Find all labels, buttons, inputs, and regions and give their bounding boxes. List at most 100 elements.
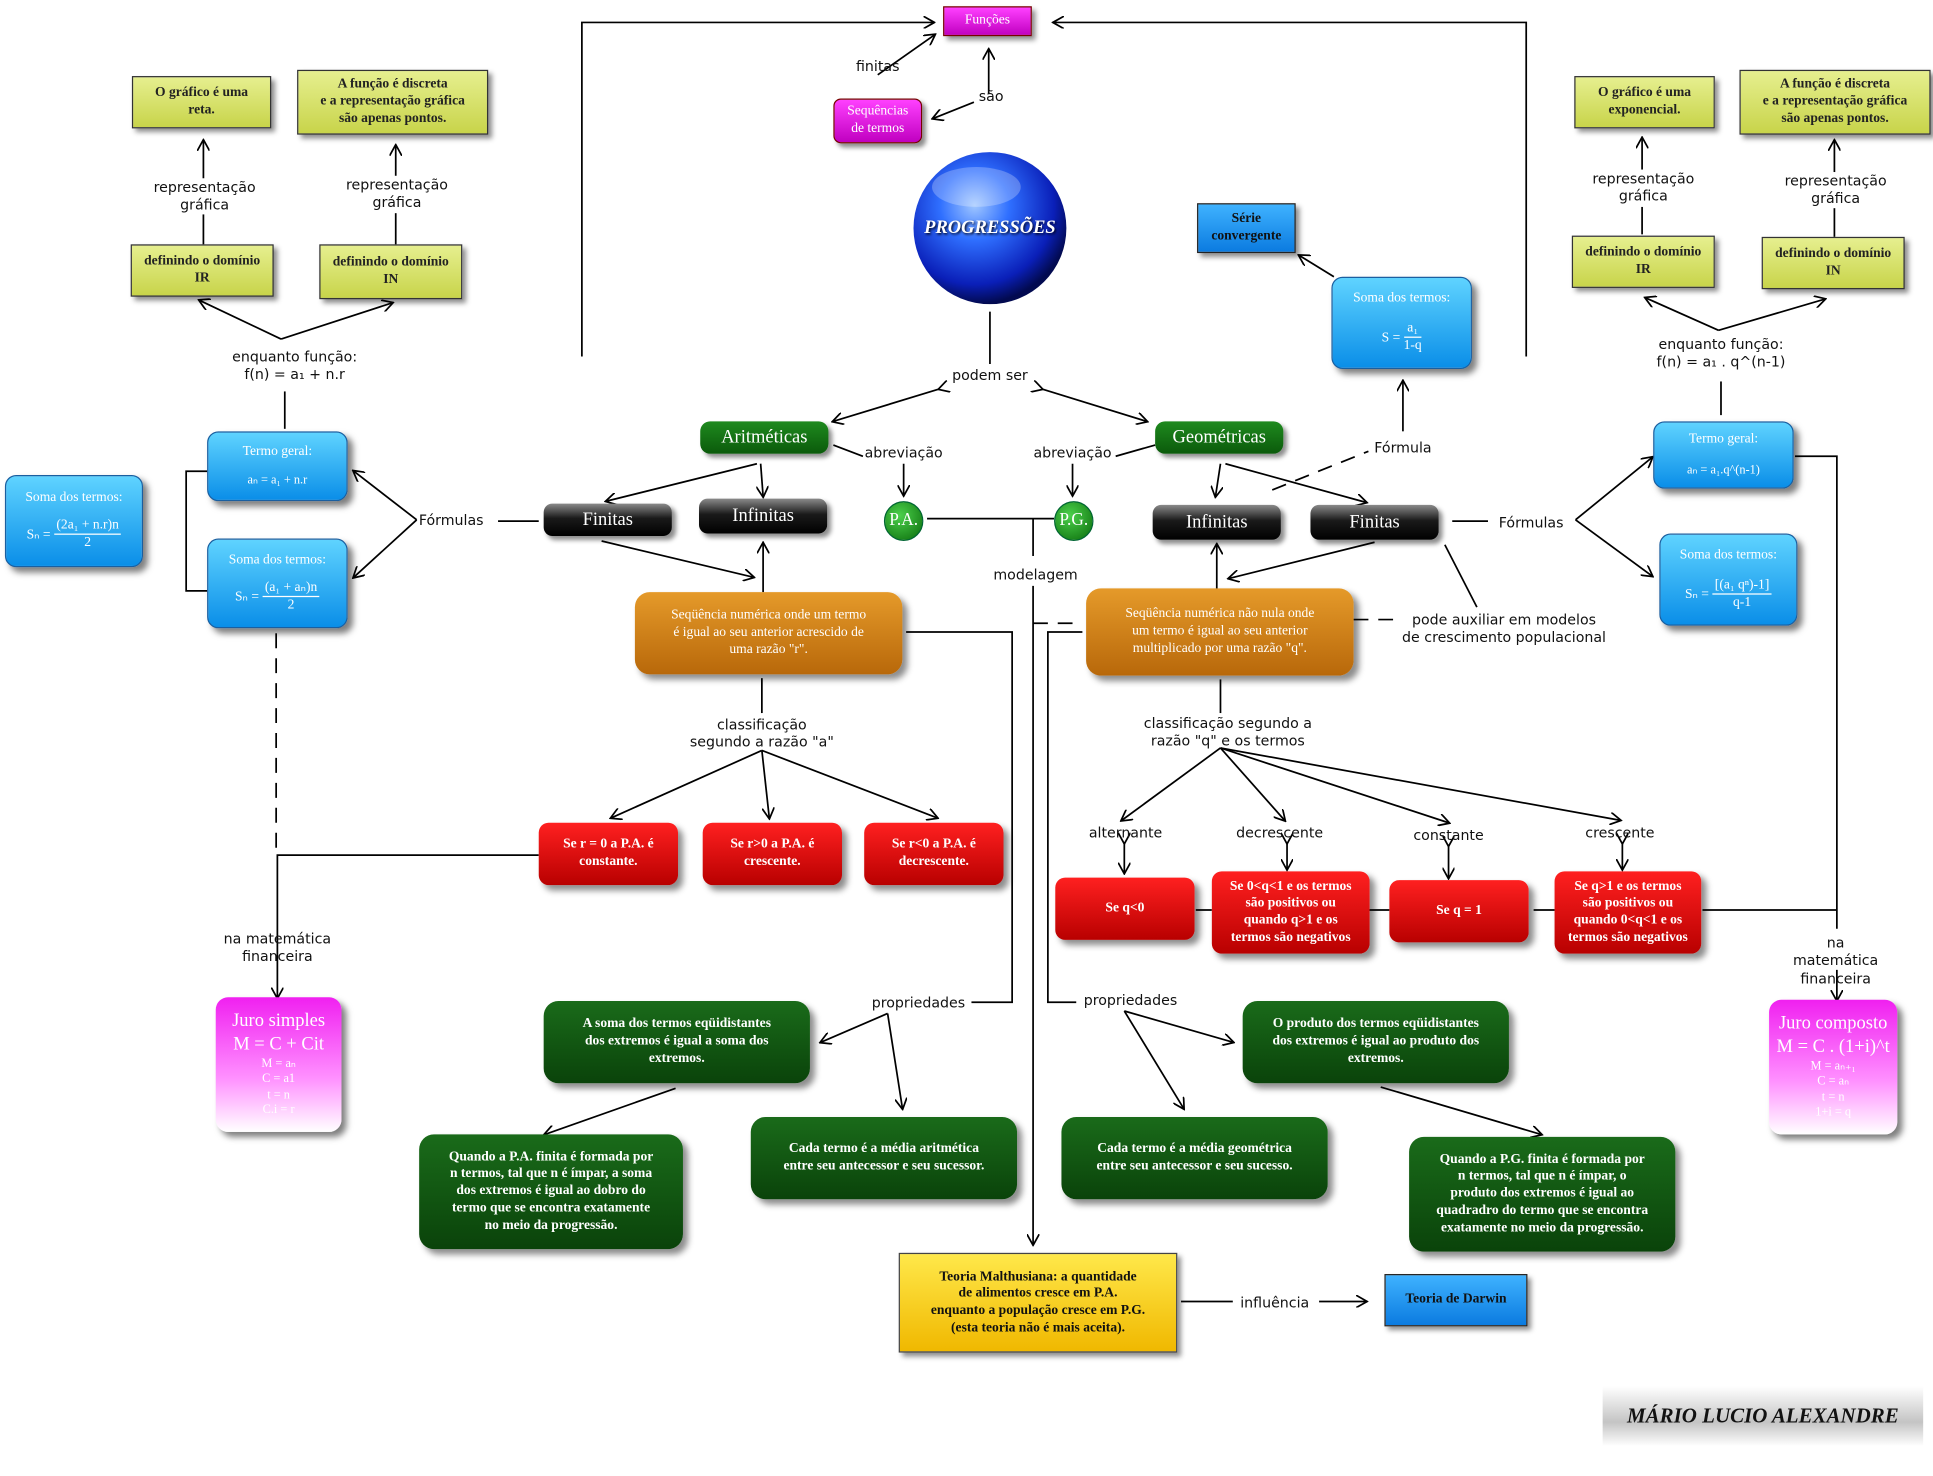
juro-composto-formula: M = C . (1+i)^t	[1776, 1037, 1890, 1058]
pa-termo-geral-title: Termo geral:	[242, 443, 313, 459]
pa-grafico-discreta: A função é discreta e a representação gr…	[297, 69, 489, 135]
pg-soma-infinita-numerator: a₁	[1403, 320, 1422, 339]
pg-funcao-label: enquanto função: f(n) = a₁ . q^(n-1)	[1656, 335, 1786, 371]
pg-soma-lhs: Sₙ =	[1684, 586, 1713, 602]
pg-soma-infinita-title: Soma dos termos:	[1353, 290, 1451, 306]
pg-soma-box: Soma dos termos: Sₙ = [(a₁ qⁿ)-1]q-1	[1659, 533, 1798, 626]
pg-alt-label: alternante	[1088, 824, 1163, 842]
juro-simples-formula: M = C + Cit	[233, 1034, 324, 1055]
serie-convergente: Série convergente	[1197, 203, 1296, 254]
pa-fin-label: na matemática financeira	[223, 929, 332, 966]
pg-class-crescente: Se q>1 e os termos são positivos ou quan…	[1554, 871, 1702, 954]
pg-const-label: constante	[1413, 826, 1484, 844]
darwin-box: Teoria de Darwin	[1384, 1274, 1528, 1327]
geometricas-node: Geométricas	[1155, 421, 1284, 454]
pa-infinitas-node: Infinitas	[698, 498, 828, 534]
pg-rep1-label: representação gráfica	[1592, 169, 1695, 205]
pa-abbr-circle: P.A.	[883, 501, 924, 542]
pa-soma2-numerator: (2a₁ + n.r)n	[53, 517, 122, 536]
label-abreviacao-pg: abreviação	[1033, 443, 1112, 462]
juro-simples-line: C = a1	[262, 1072, 296, 1087]
pg-prop-label: propriedades	[1083, 991, 1178, 1009]
label-influencia: influência	[1240, 1293, 1310, 1312]
pg-dec-label: decrescente	[1236, 824, 1324, 842]
pa-soma2-lhs: Sₙ =	[26, 526, 54, 542]
pg-classif-label: classificação segundo a razão "q" e os t…	[1143, 714, 1312, 750]
label-abreviacao-pa: abreviação	[864, 443, 943, 462]
pg-finitas-node: Finitas	[1310, 504, 1439, 540]
label-formulas-pg: Fórmulas	[1498, 513, 1564, 532]
pa-prop2: Quando a P.A. finita é formada por n ter…	[419, 1134, 683, 1250]
pa-soma2-title: Soma dos termos:	[25, 489, 123, 505]
pg-soma-infinita-lhs: S =	[1381, 329, 1404, 345]
pa-funcao-label: enquanto função: f(n) = a₁ + n.r	[232, 347, 358, 384]
juro-simples-line: t = n	[267, 1087, 290, 1102]
pg-termo-geral-box: Termo geral: aₙ = a₁.q^(n-1)	[1653, 421, 1794, 489]
juro-composto-line: t = n	[1821, 1090, 1845, 1105]
label-finitas: finitas	[856, 57, 900, 75]
pa-class-constante: Se r = 0 a P.A. é constante.	[538, 822, 679, 886]
progressoes-title: PROGRESSÕES	[924, 217, 1056, 238]
pg-modelo-label: pode auxiliar em modelos de crescimento …	[1402, 610, 1606, 647]
pg-rep2-label: representação gráfica	[1784, 172, 1887, 208]
pg-infinitas-node: Infinitas	[1152, 504, 1281, 540]
pa-classif-label: classificação segundo a razão "a"	[689, 715, 834, 751]
pa-prop3: Cada termo é a média aritmética entre se…	[750, 1116, 1018, 1200]
juro-composto-line: 1+i = q	[1815, 1106, 1852, 1120]
juro-simples-line: C.i = r	[262, 1103, 295, 1118]
pa-termo-geral-formula: aₙ = a₁ + n.r	[247, 473, 308, 487]
pg-class-alternante: Se q<0	[1055, 877, 1195, 940]
label-modelagem: modelagem	[993, 565, 1078, 584]
juro-composto-title: Juro composto	[1778, 1013, 1888, 1034]
pa-soma2-denominator: 2	[84, 535, 92, 551]
pa-definition-box: Seqüência numérica onde um termo é igual…	[634, 592, 903, 675]
sequencias-node: Sequências de termos	[833, 98, 923, 144]
pa-termo-geral-box: Termo geral: aₙ = a₁ + n.r	[207, 431, 348, 502]
pg-prop3: Cada termo é a média geométrica entre se…	[1061, 1116, 1328, 1200]
malthus-box: Teoria Malthusiana: a quantidade de alim…	[898, 1252, 1178, 1353]
label-podem-ser: podem ser	[952, 366, 1028, 384]
pg-definition-box: Seqüência numérica não nula onde um term…	[1086, 588, 1354, 676]
pg-prop1: O produto dos termos eqüidistantes dos e…	[1242, 1001, 1509, 1084]
pg-termo-geral-formula: aₙ = a₁.q^(n-1)	[1686, 463, 1760, 477]
pa-finitas-node: Finitas	[543, 503, 672, 537]
pg-dominio-in: definindo o domínio IN	[1761, 236, 1905, 290]
pa-rep1-label: representação gráfica	[153, 178, 256, 214]
aritmeticas-node: Aritméticas	[700, 421, 829, 454]
pg-grafico-discreta: A função é discreta e a representação gr…	[1739, 69, 1931, 135]
pg-grafico-exponencial: O gráfico é uma exponencial.	[1574, 76, 1715, 129]
pg-prop2: Quando a P.G. finita é formada por n ter…	[1409, 1136, 1676, 1252]
pg-soma-infinita-denominator: 1-q	[1403, 338, 1422, 354]
funcoes-node: Funções	[943, 6, 1032, 37]
pa-soma-denominator: 2	[287, 597, 295, 613]
pg-soma-numerator: [(a₁ qⁿ)-1]	[1712, 577, 1772, 596]
pg-termo-geral-title: Termo geral:	[1688, 431, 1759, 447]
label-sao: são	[978, 87, 1004, 105]
pg-class-constante: Se q = 1	[1389, 880, 1529, 943]
pa-dominio-ir: definindo o domínio IR	[130, 244, 274, 297]
pa-prop-label: propriedades	[871, 993, 966, 1011]
juro-composto-line: M = aₙ₊₁	[1810, 1059, 1856, 1074]
pg-dominio-ir: definindo o domínio IR	[1571, 235, 1715, 288]
progressoes-sphere	[913, 152, 1067, 305]
pa-grafico-reta: O gráfico é uma reta.	[131, 76, 272, 129]
pg-abbr-circle: P.G.	[1054, 501, 1094, 542]
pg-soma-denominator: q-1	[1733, 595, 1752, 611]
pg-fin-label: na matemática financeira	[1792, 933, 1879, 987]
label-formula-pg: Fórmula	[1374, 438, 1432, 457]
pa-prop1: A soma dos termos eqüidistantes dos extr…	[543, 1001, 810, 1084]
pa-soma-title: Soma dos termos:	[228, 552, 326, 568]
pa-class-decrescente: Se r<0 a P.A. é decrescente.	[864, 822, 1004, 886]
juro-composto-line: C = aₙ	[1817, 1074, 1850, 1089]
juro-composto-box: Juro composto M = C . (1+i)^t M = aₙ₊₁ C…	[1769, 999, 1898, 1135]
pg-cres-label: crescente	[1585, 824, 1655, 842]
juro-simples-title: Juro simples	[232, 1011, 326, 1032]
pa-dominio-in: definindo o domínio IN	[319, 244, 463, 300]
juro-simples-line: M = aₙ	[261, 1056, 296, 1071]
juro-simples-box: Juro simples M = C + Cit M = aₙ C = a1 t…	[215, 997, 342, 1132]
